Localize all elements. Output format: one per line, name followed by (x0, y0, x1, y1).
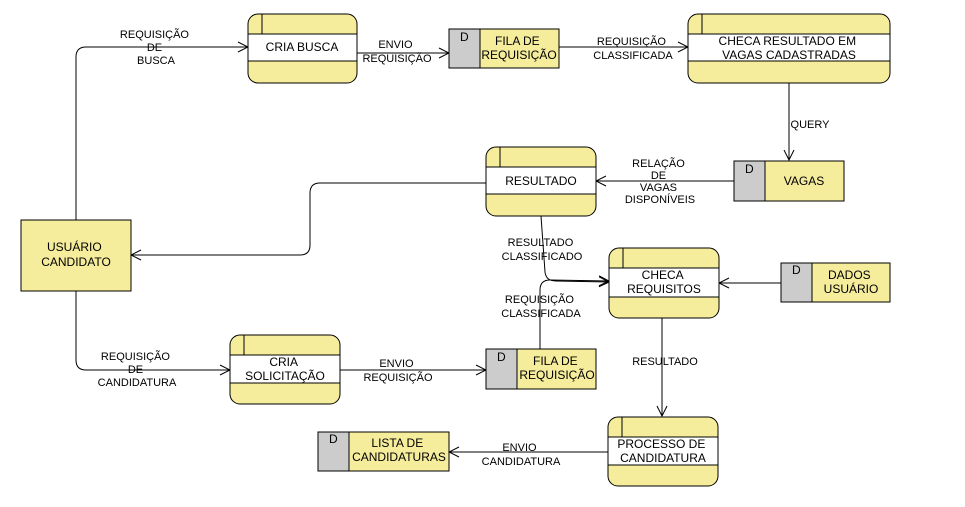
store-fila-requisicao-candidatura[interactable]: D FILA DE REQUISIÇÃO (485, 348, 597, 390)
store-id-fila-candidatura: D (497, 350, 506, 364)
store-label-vagas: VAGAS (784, 174, 824, 188)
store-id-lista-candidaturas: D (329, 432, 338, 446)
process-label-cria-solicitacao: CRIA SOLICITAÇÃO (245, 355, 325, 383)
flow-labels: REQUISIÇÃO DE BUSCA ENVIO REQUISIÇÃO REQ… (98, 28, 830, 468)
entity-usuario-candidato[interactable]: USUÁRIO CANDIDATO (20, 219, 132, 292)
flow-label-query: QUERY (791, 119, 831, 131)
store-id-vagas: D (745, 162, 754, 176)
flow-label-resultado-classificado: RESULTADO CLASSIFICADO (502, 237, 583, 263)
process-label-resultado: RESULTADO (505, 174, 577, 188)
store-label-lista-candidaturas: LISTA DE CANDIDATURAS (352, 436, 446, 464)
process-label-checa-resultado: CHECA RESULTADO EM VAGAS CADASTRADAS (719, 34, 860, 62)
process-resultado[interactable]: RESULTADO (485, 146, 597, 217)
store-fila-requisicao-busca[interactable]: D FILA DE REQUISIÇÃO (448, 28, 560, 69)
entity-label-usuario: USUÁRIO CANDIDATO (41, 239, 111, 269)
store-id-dados-usuario: D (792, 263, 801, 277)
edge-fila2-to-checa-requisitos (539, 280, 609, 349)
store-label-fila-busca: FILA DE REQUISIÇÃO (481, 34, 556, 62)
flow-edges (75, 47, 789, 452)
flow-label-requisicao-classificada-1: REQUISIÇÃO CLASSIFICADA (593, 35, 673, 62)
flow-label-resultado: RESULTADO (632, 356, 698, 368)
store-id-fila-busca: D (460, 30, 469, 44)
process-cria-solicitacao[interactable]: CRIA SOLICITAÇÃO (229, 334, 341, 405)
flow-label-requisicao-busca: REQUISIÇÃO DE BUSCA (120, 28, 192, 67)
edge-usuario-to-cria-busca (75, 47, 248, 220)
flow-label-envio-requisicao-1: ENVIO REQUISIÇÃO (362, 39, 432, 65)
flow-label-requisicao-classificada-2: REQUISIÇÃO CLASSIFICADA (501, 293, 581, 320)
process-label-cria-busca: CRIA BUSCA (266, 40, 339, 54)
store-vagas[interactable]: D VAGAS (733, 160, 845, 202)
process-label-checa-requisitos: CHECA REQUISITOS (627, 268, 701, 296)
store-label-fila-candidatura: FILA DE REQUISIÇÃO (519, 354, 594, 382)
process-checa-requisitos[interactable]: CHECA REQUISITOS (608, 247, 720, 319)
flow-label-relacao-vagas: RELAÇÃO DE VAGAS DISPONÍVEIS (625, 157, 695, 206)
process-processo-candidatura[interactable]: PROCESSO DE CANDIDATURA (607, 416, 719, 487)
process-label-processo-candidatura: PROCESSO DE CANDIDATURA (617, 437, 708, 465)
store-label-dados-usuario: DADOS USUÁRIO (824, 268, 879, 296)
store-dados-usuario[interactable]: D DADOS USUÁRIO (780, 262, 891, 303)
process-cria-busca[interactable]: CRIA BUSCA (247, 13, 358, 84)
process-checa-resultado[interactable]: CHECA RESULTADO EM VAGAS CADASTRADAS (687, 13, 891, 84)
edge-resultado-to-checa-requisitos (540, 215, 609, 282)
flow-label-envio-requisicao-2: ENVIO REQUISIÇÃO (363, 358, 433, 384)
flow-label-envio-candidatura: ENVIO CANDIDATURA (482, 442, 561, 468)
edge-resultado-to-usuario (131, 182, 486, 255)
store-lista-candidaturas[interactable]: D LISTA DE CANDIDATURAS (317, 431, 450, 472)
flow-label-requisicao-candidatura: REQUISIÇÃO DE CANDIDATURA (98, 350, 177, 389)
edge-usuario-to-cria-solicitacao (75, 291, 230, 370)
